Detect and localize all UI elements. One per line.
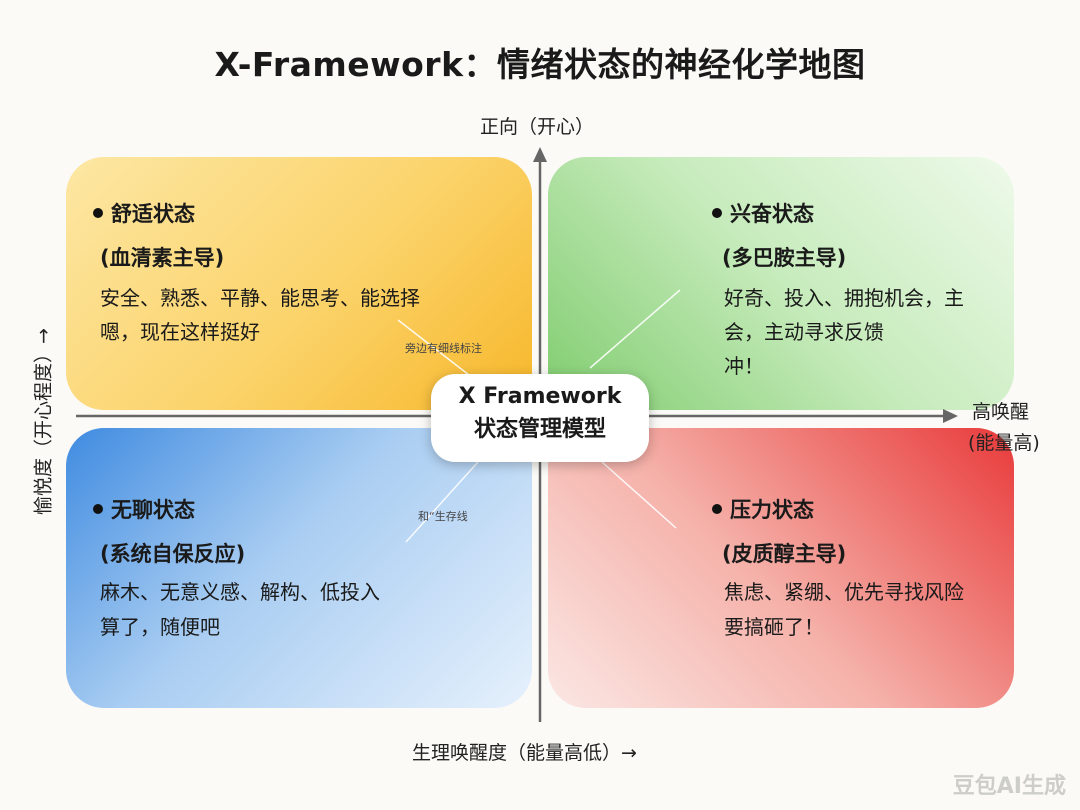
excitement-description-3: 冲！ [724, 354, 764, 378]
connector-line-top-left [397, 319, 479, 383]
bullet-dot-icon [712, 504, 722, 514]
comfort-description-2: 嗯，现在这样挺好 [100, 320, 260, 344]
stress-title: 压力状态 [712, 494, 814, 524]
axis-label-left: 愉悦度（开心程度）→ [32, 328, 55, 515]
quadrant-comfort [66, 157, 532, 410]
excitement-description-1: 好奇、投入、拥抱机会，主 [724, 286, 964, 310]
stress-subtitle: (皮质醇主导) [722, 542, 847, 566]
bullet-dot-icon [712, 208, 722, 218]
axis-label-right-2: (能量高) [968, 432, 1040, 454]
bullet-dot-icon [93, 504, 103, 514]
excitement-subtitle: (多巴胺主导) [722, 246, 847, 270]
connector-line-bottom-left [405, 461, 479, 543]
quadrant-boredom [66, 428, 532, 708]
center-model-subtitle: 状态管理模型 [473, 417, 606, 442]
boredom-description-2: 算了，随便吧 [100, 615, 220, 639]
comfort-description-1: 安全、熟悉、平静、能思考、能选择 [100, 286, 420, 310]
comfort-annotation: 旁边有细线标注 [405, 342, 482, 355]
axis-label-right-1: 高唤醒 [972, 401, 1030, 423]
excitement-title: 兴奋状态 [712, 198, 814, 228]
diagram-title: X-Framework：情绪状态的神经化学地图 [214, 45, 866, 84]
stress-description-1: 焦虑、紧绷、优先寻找风险 [724, 580, 964, 604]
comfort-subtitle: (血清素主导) [100, 246, 225, 270]
horizontal-axis-arrow [943, 409, 958, 423]
axis-label-bottom: 生理唤醒度（能量高低）→ [412, 742, 637, 764]
connector-line-bottom-right [601, 461, 677, 529]
stress-description-2: 要搞砸了！ [724, 615, 824, 639]
center-model-box: X Framework 状态管理模型 [431, 374, 649, 462]
axis-label-top: 正向（开心） [480, 116, 595, 138]
watermark: 豆包AI生成 [952, 774, 1066, 799]
bullet-dot-icon [93, 208, 103, 218]
boredom-title: 无聊状态 [93, 494, 195, 524]
quadrant-excitement [548, 157, 1014, 410]
comfort-title: 舒适状态 [93, 198, 195, 228]
excitement-description-2: 会，主动寻求反馈 [724, 320, 884, 344]
quadrant-stress [548, 428, 1014, 708]
center-model-name: X Framework [458, 384, 622, 409]
boredom-annotation: 和“生存线 [418, 510, 468, 523]
boredom-subtitle: (系统自保反应) [100, 542, 246, 566]
vertical-axis-arrow [533, 147, 547, 162]
connector-line-top-right [589, 289, 681, 369]
boredom-description-1: 麻木、无意义感、解构、低投入 [100, 580, 380, 604]
